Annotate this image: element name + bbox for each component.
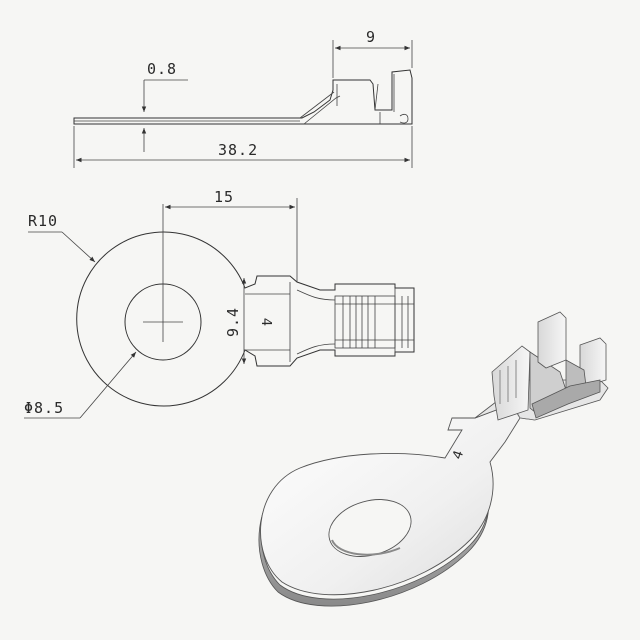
overall-length-dimension: 38.2: [218, 141, 258, 159]
terminal-render: 4: [258, 311, 609, 607]
thickness-dimension: 0.8: [147, 60, 177, 78]
radius-dimension: R10: [28, 212, 58, 230]
side-view: 0.8 9 38.2: [73, 28, 413, 168]
top-view: 4 15 9.4 R10 Φ8.5: [24, 188, 415, 419]
crimp-length-dimension: 9: [366, 28, 376, 46]
center-to-end-dimension: 15: [214, 188, 234, 206]
top-view-part-mark: 4: [258, 318, 273, 326]
hole-diameter-dimension: Φ8.5: [24, 399, 64, 417]
width-dimension: 9.4: [224, 307, 242, 337]
